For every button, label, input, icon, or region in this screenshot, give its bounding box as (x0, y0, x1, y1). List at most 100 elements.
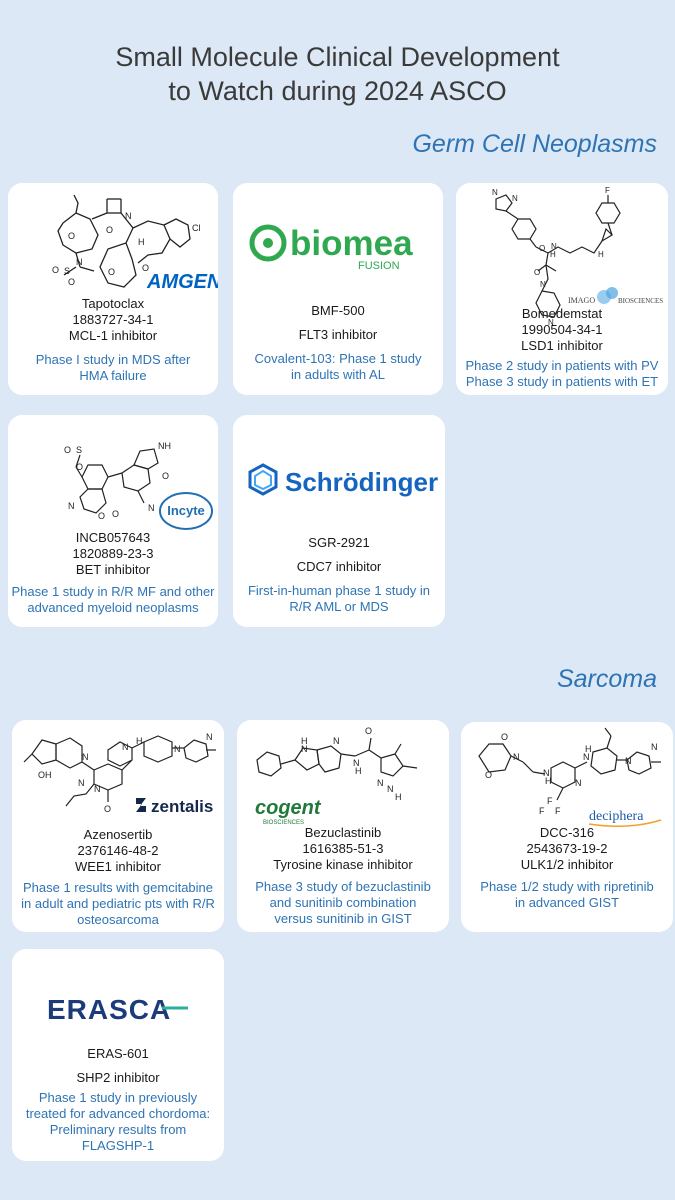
svg-text:O: O (64, 445, 71, 455)
drug-card-bmf-500[interactable]: biomea FUSION BMF-500 FLT3 inhibitor Cov… (233, 183, 443, 395)
drug-name: BMF-500 (311, 303, 365, 318)
study-line-2: treated for advanced chordoma: (25, 1106, 211, 1121)
svg-text:N: N (122, 742, 129, 752)
svg-text:N: N (387, 784, 394, 794)
svg-text:N: N (625, 756, 632, 766)
svg-text:N: N (551, 242, 557, 251)
cas-number: 1990504-34-1 (521, 322, 603, 337)
drug-target: Tyrosine kinase inhibitor (273, 857, 413, 872)
imago-logo: IMAGO (568, 296, 595, 305)
study-line-1: Phase 1 study in previously (38, 1090, 198, 1105)
svg-text:O: O (98, 511, 105, 521)
study-line-2: and sunitinib combination (269, 895, 417, 910)
study-line-3: Preliminary results from (49, 1122, 187, 1137)
svg-text:H: H (355, 766, 362, 776)
drug-name: SGR-2921 (308, 535, 370, 550)
svg-text:H: H (395, 792, 402, 802)
svg-text:F: F (555, 806, 561, 816)
study-line-3: osteosarcoma (77, 912, 159, 927)
drug-target: ULK1/2 inhibitor (520, 857, 614, 872)
svg-text:N: N (492, 188, 498, 197)
schrodinger-logo-icon: Schrödinger (248, 463, 438, 497)
svg-text:N: N (125, 211, 132, 221)
drug-target: FLT3 inhibitor (298, 327, 378, 342)
study-line-1: Phase 1 results with gemcitabine (22, 880, 214, 895)
study-line-2: in adult and pediatric pts with R/R (21, 896, 215, 911)
svg-text:N: N (148, 503, 155, 513)
study-line-1: Phase I study in MDS after (35, 352, 191, 367)
study-line-2: R/R AML or MDS (289, 599, 389, 614)
svg-text:O: O (365, 726, 372, 736)
drug-name: Bezuclastinib (304, 825, 382, 840)
title-line-1: Small Molecule Clinical Development (115, 42, 560, 72)
svg-text:N: N (82, 752, 89, 762)
drug-target: MCL-1 inhibitor (68, 328, 158, 343)
svg-text:O: O (108, 267, 115, 277)
svg-text:H: H (301, 736, 308, 746)
svg-text:N: N (512, 194, 518, 203)
page-title: Small Molecule Clinical Development to W… (0, 40, 675, 108)
svg-text:H: H (585, 744, 592, 754)
svg-text:NH: NH (158, 441, 171, 451)
svg-text:N: N (548, 318, 554, 327)
amgen-logo: AMGEN (146, 271, 218, 293)
biomea-logo: biomea (290, 224, 413, 263)
study-line-3: versus sunitinib in GIST (274, 911, 412, 926)
svg-text:O: O (534, 268, 540, 277)
title-line-2: to Watch during 2024 ASCO (168, 76, 507, 106)
cas-number: 1616385-51-3 (302, 841, 384, 856)
study-line-1: Covalent-103: Phase 1 study (254, 351, 422, 366)
drug-target: LSD1 inhibitor (521, 338, 603, 353)
svg-text:N: N (540, 280, 546, 289)
svg-text:H: H (545, 776, 552, 786)
biomea-logo-icon: biomea FUSION (249, 224, 413, 272)
drug-target: CDC7 inhibitor (296, 559, 382, 574)
svg-text:O: O (68, 231, 75, 241)
cogent-logo: cogent (255, 797, 322, 819)
cas-number: 1820889-23-3 (72, 546, 154, 561)
cas-number: 2376146-48-2 (77, 843, 159, 858)
study-line-2: in adults with AL (291, 367, 385, 382)
study-line-2: Phase 3 study in patients with ET (465, 374, 659, 389)
erasca-logo: ERASCA (47, 994, 171, 1025)
svg-text:N: N (333, 736, 340, 746)
svg-text:S: S (76, 445, 82, 455)
svg-text:O: O (501, 732, 508, 742)
deciphera-logo: deciphera (589, 809, 644, 824)
svg-text:O: O (76, 462, 83, 472)
svg-text:N: N (301, 744, 308, 754)
chemical-structure-icon: NNO HNF HON N IMAGO BIOSCIENCES (492, 186, 663, 327)
chemical-structure-icon: ONH ClO O SN OO O AMGEN (52, 194, 218, 293)
drug-name: Bomedemstat (521, 306, 603, 321)
svg-text:O: O (539, 244, 545, 253)
svg-text:S: S (64, 266, 70, 276)
svg-text:O: O (68, 277, 75, 287)
drug-target: WEE1 inhibitor (75, 859, 161, 874)
study-line-1: Phase 1 study in R/R MF and other (11, 584, 215, 599)
svg-text:O: O (104, 804, 111, 814)
drug-name: ERAS-601 (87, 1046, 149, 1061)
svg-text:O: O (485, 770, 492, 780)
svg-text:H: H (598, 250, 604, 259)
study-line-2: HMA failure (79, 368, 147, 383)
svg-text:N: N (94, 784, 101, 794)
chemical-structure-icon: HNN NHO NNH cogent BIOSCIENCES (255, 726, 418, 826)
cas-number: 2543673-19-2 (526, 841, 608, 856)
erasca-logo-icon: ERASCA (47, 994, 188, 1025)
svg-text:N: N (353, 758, 360, 768)
cas-number: 1883727-34-1 (72, 312, 154, 327)
svg-text:N: N (174, 744, 181, 754)
study-line-2: advanced myeloid neoplasms (27, 600, 199, 615)
drug-card-sgr-2921[interactable]: Schrödinger SGR-2921 CDC7 inhibitor Firs… (233, 415, 445, 627)
schrodinger-logo: Schrödinger (285, 467, 438, 497)
svg-text:N: N (76, 257, 83, 267)
drug-card-eras-601[interactable]: ERASCA ERAS-601 SHP2 inhibitor Phase 1 s… (12, 949, 224, 1161)
svg-text:O: O (112, 509, 119, 519)
